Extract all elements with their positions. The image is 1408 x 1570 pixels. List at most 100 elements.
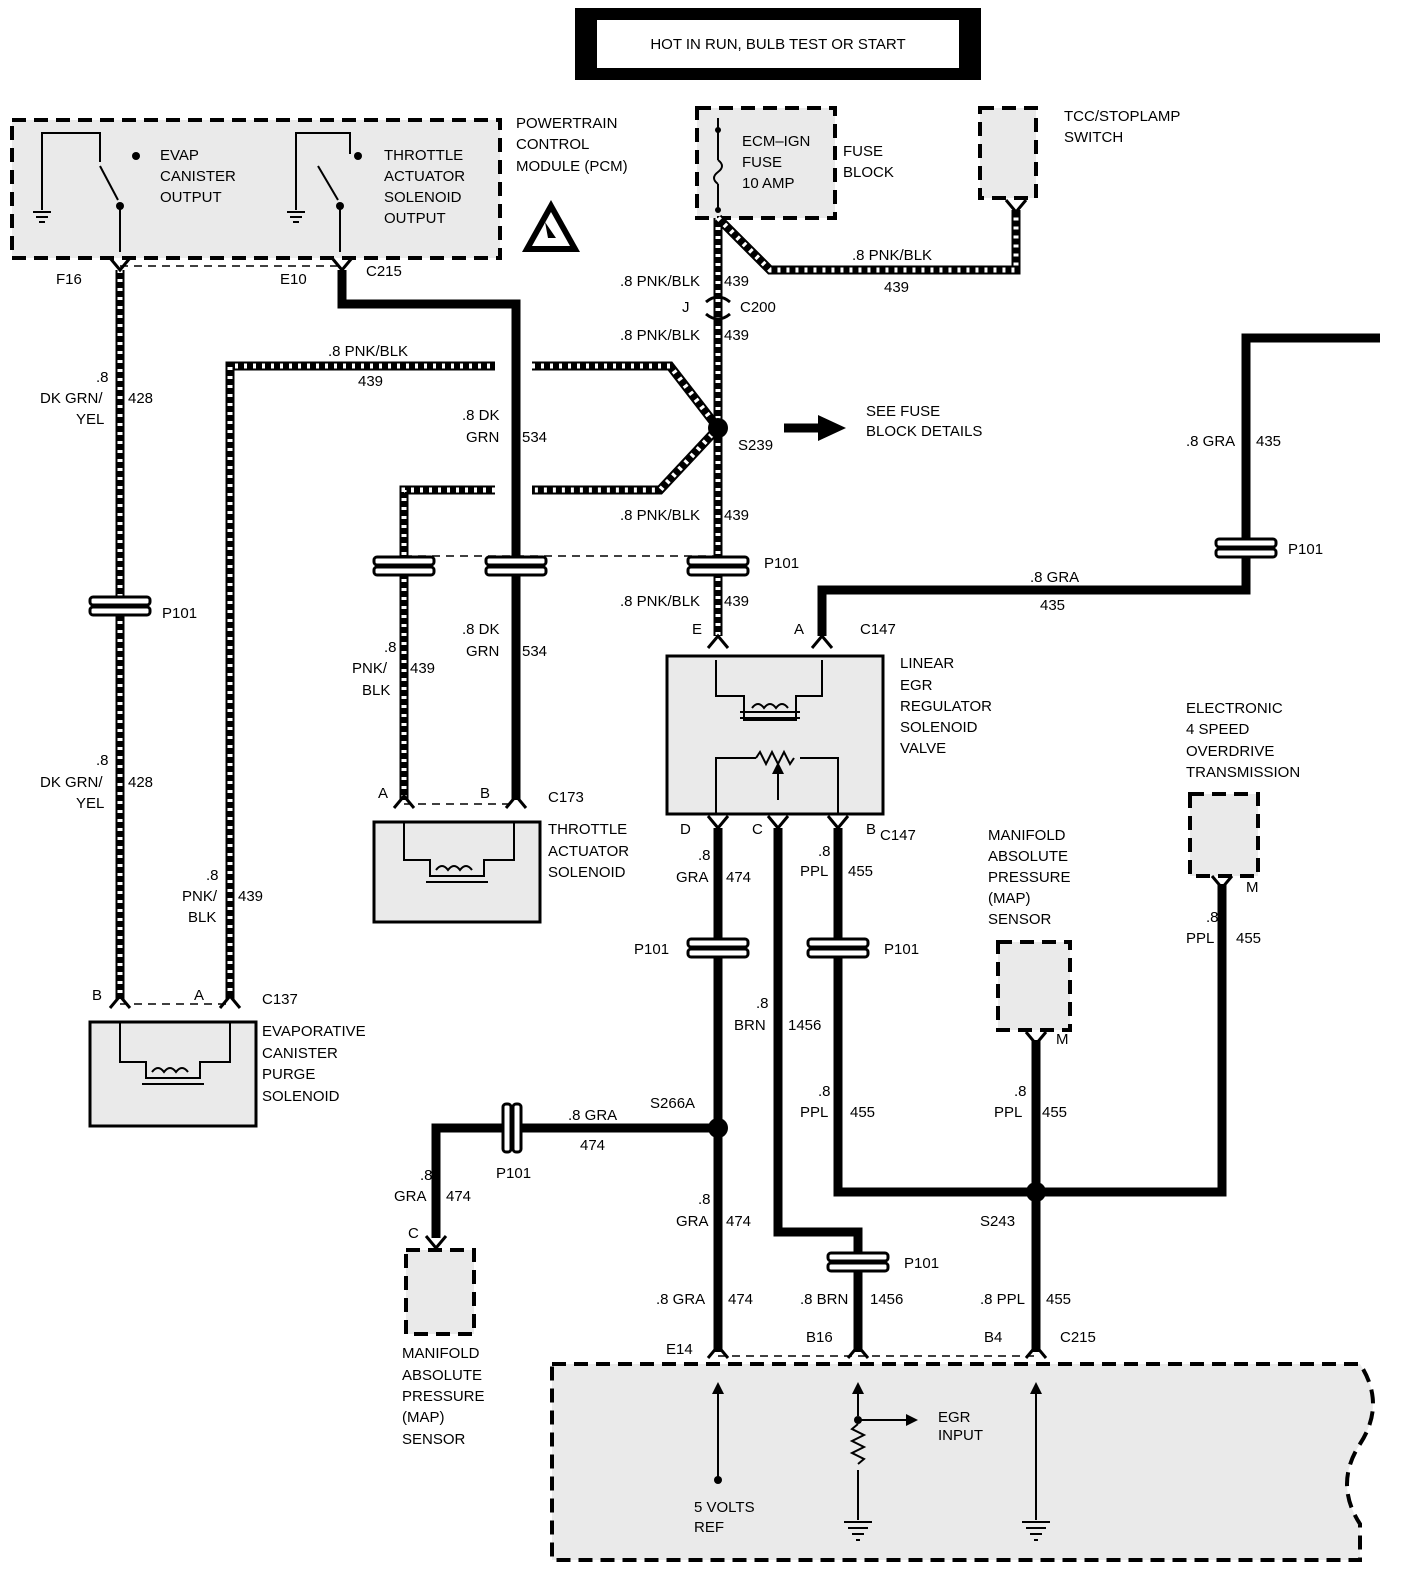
label-w25n: 1456 <box>870 1291 903 1308</box>
label-w24n: 474 <box>728 1291 753 1308</box>
fuse-block: ECM–IGN FUSE 10 AMP <box>695 106 837 220</box>
label-a3: A <box>194 987 204 1004</box>
label-b3: B <box>92 987 102 1004</box>
label-b2: B <box>866 821 876 838</box>
five-volts-l2: REF <box>694 1519 724 1536</box>
label-w4n: 439 <box>358 373 383 390</box>
label-w20b: PPL <box>994 1104 1022 1121</box>
label-w17a: .8 <box>206 867 219 884</box>
label-s266a: S266A <box>650 1095 695 1112</box>
label-w16a: .8 <box>1206 909 1219 926</box>
title-text: HOT IN RUN, BULB TEST OR START <box>650 36 905 53</box>
label-w23a: .8 <box>698 1191 711 1208</box>
map1-l1: MANIFOLD <box>988 827 1066 844</box>
label-p101-e: P101 <box>884 941 919 958</box>
trans-l4: TRANSMISSION <box>1186 764 1300 781</box>
evap-l3: PURGE <box>262 1066 315 1083</box>
pcm-out2-l3: SOLENOID <box>384 189 462 206</box>
egr-valve <box>665 654 885 816</box>
label-w14b: GRA <box>676 869 709 886</box>
egr-l1: LINEAR <box>900 655 954 672</box>
label-w11b: GRN <box>466 643 499 660</box>
label-p101-b: P101 <box>1288 541 1323 558</box>
label-w11a: .8 DK <box>462 621 500 638</box>
throttle-actuator-solenoid <box>372 820 542 924</box>
map1-l4: (MAP) <box>988 890 1031 907</box>
see-fuse-l1: SEE FUSE <box>866 403 940 420</box>
label-c147-b: C147 <box>880 827 916 844</box>
map1-l3: PRESSURE <box>988 869 1071 886</box>
label-w22n: 474 <box>446 1188 471 1205</box>
see-fuse-l2: BLOCK DETAILS <box>866 423 982 440</box>
label-w9: .8 GRA <box>1030 569 1079 586</box>
esd-warning-icon <box>522 200 580 252</box>
label-w6a: .8 DK <box>462 407 500 424</box>
pcm-out2-l1: THROTTLE <box>384 147 463 164</box>
pcm-name-l2: CONTROL <box>516 136 589 153</box>
thr-sol-l2: ACTUATOR <box>548 843 629 860</box>
trans-l2: 4 SPEED <box>1186 721 1250 738</box>
pcm-name-l1: POWERTRAIN <box>516 115 617 132</box>
splice-s239 <box>708 418 728 438</box>
map1-l2: ABSOLUTE <box>988 848 1068 865</box>
tcc-l1: TCC/STOPLAMP <box>1064 108 1180 125</box>
label-w4: .8 PNK/BLK <box>328 343 408 360</box>
map2-l1: MANIFOLD <box>402 1345 480 1362</box>
label-w18b: BRN <box>734 1017 766 1034</box>
label-j: J <box>682 299 690 316</box>
label-w3n: 439 <box>884 279 909 296</box>
label-w11n: 534 <box>522 643 547 660</box>
label-w6n: 534 <box>522 429 547 446</box>
label-w23b: GRA <box>676 1213 709 1230</box>
splice-s266a <box>708 1118 728 1138</box>
egr-l3: REGULATOR <box>900 698 992 715</box>
label-w22a: .8 <box>420 1167 433 1184</box>
label-w13n: 428 <box>128 774 153 791</box>
egr-input-l2: INPUT <box>938 1427 983 1444</box>
egr-l2: EGR <box>900 677 933 694</box>
label-p101-a: P101 <box>764 555 799 572</box>
label-e14: E14 <box>666 1341 693 1358</box>
label-w20a: .8 <box>1014 1083 1027 1100</box>
label-c1: C <box>752 821 763 838</box>
label-w2: .8 PNK/BLK <box>620 327 700 344</box>
label-w19a: .8 <box>818 1083 831 1100</box>
tcc-l2: SWITCH <box>1064 129 1123 146</box>
label-c200: C200 <box>740 299 776 316</box>
transmission-box <box>1188 792 1260 878</box>
fuse-inner-l3: 10 AMP <box>742 175 795 192</box>
label-w25: .8 BRN <box>800 1291 848 1308</box>
label-d: D <box>680 821 691 838</box>
label-p101-d: P101 <box>634 941 669 958</box>
splice-s243 <box>1026 1182 1046 1202</box>
pcm-out1-l1: EVAP <box>160 147 199 164</box>
label-w18n: 1456 <box>788 1017 821 1034</box>
label-w7: .8 GRA <box>1186 433 1235 450</box>
thr-sol-l3: SOLENOID <box>548 864 626 881</box>
label-w26: .8 PPL <box>980 1291 1025 1308</box>
map2-l5: SENSOR <box>402 1431 466 1448</box>
map2-l4: (MAP) <box>402 1409 445 1426</box>
label-w13b: DK GRN/ <box>40 774 103 791</box>
pcm-out1-l3: OUTPUT <box>160 189 222 206</box>
trans-l1: ELECTRONIC <box>1186 700 1283 717</box>
label-w5n: 428 <box>128 390 153 407</box>
label-w5b: DK GRN/ <box>40 390 103 407</box>
label-w13a: .8 <box>96 752 109 769</box>
label-c215-top: C215 <box>366 263 402 280</box>
pcm-out2-l2: ACTUATOR <box>384 168 465 185</box>
connector-ends <box>108 199 1234 1359</box>
label-p101-f: P101 <box>496 1165 531 1182</box>
evap-l1: EVAPORATIVE <box>262 1023 366 1040</box>
label-w9n: 435 <box>1040 597 1065 614</box>
label-w8: .8 PNK/BLK <box>620 507 700 524</box>
label-w7n: 435 <box>1256 433 1281 450</box>
label-w21n: 474 <box>580 1137 605 1154</box>
label-c147-a: C147 <box>860 621 896 638</box>
evap-purge-solenoid <box>88 1020 258 1128</box>
label-w14n: 474 <box>726 869 751 886</box>
label-w3: .8 PNK/BLK <box>852 247 932 264</box>
label-m2: M <box>1056 1031 1069 1048</box>
label-s243: S243 <box>980 1213 1015 1230</box>
label-e: E <box>692 621 702 638</box>
